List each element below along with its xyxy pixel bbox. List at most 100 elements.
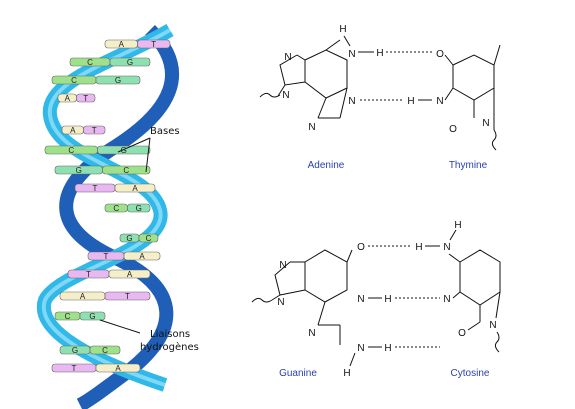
adenine-sugar-link [259, 92, 281, 98]
base-letter: C [102, 346, 108, 355]
guanine-h3: H [343, 368, 350, 379]
base-letter: C [123, 166, 129, 175]
base-a-segment [95, 363, 141, 373]
cytosine-o2-bond [467, 321, 481, 331]
cytosine-c4-bond [448, 253, 461, 263]
base-letter: A [65, 94, 71, 103]
cytosine-nh-top-bond [449, 229, 457, 241]
base-a-segment [114, 183, 156, 193]
base-g-segment [109, 57, 151, 67]
base-letter: A [80, 292, 86, 301]
base-letter: A [127, 270, 133, 279]
base-g-segment [79, 311, 106, 321]
cytosine-h4b: H [454, 220, 461, 231]
base-letter: G [72, 346, 78, 355]
liaisons-label-line1: Liaisons [150, 329, 190, 340]
adenine-h-donor: H [376, 48, 383, 59]
guanine-h2: H [384, 343, 391, 354]
adenine-pyrimidine [304, 49, 348, 99]
base-a-segment [123, 251, 161, 261]
base-letter: A [132, 184, 138, 193]
thymine-structure: O N O N Thymine [418, 44, 501, 171]
guanine-n9-bond [271, 294, 281, 301]
cytosine-label: Cytosine [451, 368, 490, 379]
base-letter: T [92, 126, 97, 135]
base-t-segment [83, 125, 106, 135]
guanine-imidazole [274, 261, 306, 296]
helix-annotations: Bases Liaisons hydrogènes [99, 126, 199, 353]
base-letter: T [125, 292, 130, 301]
adenine-bond [296, 54, 306, 61]
base-letter: T [86, 270, 91, 279]
guanine-h3-bond [349, 352, 356, 367]
adenine-n9-bond [277, 84, 286, 97]
base-letter: C [71, 76, 77, 85]
base-g-segment [127, 203, 151, 213]
guanine-sugar-link [251, 297, 273, 303]
liaisons-pointer [99, 319, 141, 334]
base-letter: T [83, 94, 88, 103]
base-c-segment [102, 165, 151, 175]
guanine-n2: N [357, 343, 364, 354]
base-letter: G [76, 166, 82, 175]
adenine-bond-4 [339, 87, 348, 119]
cytosine-n1-bond [495, 291, 501, 319]
base-letter: G [89, 312, 95, 321]
base-letter: G [126, 234, 132, 243]
base-letter: C [87, 58, 93, 67]
guanine-c6-bond [346, 249, 353, 263]
guanine-n7: N [279, 260, 286, 271]
base-c-segment [89, 345, 121, 355]
adenine-n1: N [348, 96, 355, 107]
adenine-label: Adenine [308, 160, 345, 171]
base-letter: T [104, 252, 109, 261]
base-letter: G [115, 76, 121, 85]
base-t-segment [137, 39, 171, 49]
thymine-n3: N [436, 96, 443, 107]
base-letter: G [121, 146, 127, 155]
bases-label: Bases [150, 126, 180, 137]
guanine-n1: N [357, 294, 364, 305]
adenine-n3: N [308, 122, 315, 133]
liaisons-label-line2: hydrogènes [140, 341, 199, 353]
base-letter: G [127, 58, 133, 67]
thymine-h-donor: H [407, 96, 414, 107]
adenine-nh2-bond [325, 39, 341, 51]
base-letter: C [65, 312, 71, 321]
backbone-highlight [41, 28, 172, 387]
base-letter: A [119, 40, 125, 49]
bases-pointer-2 [145, 137, 151, 173]
base-letter: G [136, 204, 142, 213]
adenine-h-bond [343, 35, 351, 47]
thymine-o4: O [436, 49, 444, 60]
base-g-segment [95, 75, 141, 85]
guanine-h1: H [384, 294, 391, 305]
thymine-o2: O [449, 124, 457, 135]
base-letter: T [93, 184, 98, 193]
adenine-bond-2 [317, 97, 327, 119]
base-c-segment [138, 233, 159, 243]
cytosine-n1: N [489, 320, 496, 331]
bases-pointer-1 [117, 137, 151, 153]
cytosine-sugar-link [494, 331, 500, 353]
base-letter: A [70, 126, 76, 135]
base-letter: C [146, 234, 152, 243]
thymine-label: Thymine [449, 160, 488, 171]
guanine-bond-2 [317, 301, 326, 326]
guanine-o6: O [357, 242, 365, 253]
guanine-n9: N [277, 297, 284, 308]
cytosine-n3: N [443, 294, 450, 305]
guanine-structure: N N N O N H N H H Guanine [251, 242, 392, 379]
base-a-segment [108, 269, 151, 279]
guanine-pyrimidine [304, 249, 348, 303]
base-t-segment [76, 93, 96, 103]
adenine-n7: N [284, 52, 291, 63]
cytosine-n4: N [443, 242, 450, 253]
adenine-h-top: H [339, 24, 346, 35]
thymine-sugar-link [491, 129, 497, 151]
adenine-n6: N [348, 49, 355, 60]
base-letter: A [139, 252, 145, 261]
thymine-n1: N [482, 118, 489, 129]
